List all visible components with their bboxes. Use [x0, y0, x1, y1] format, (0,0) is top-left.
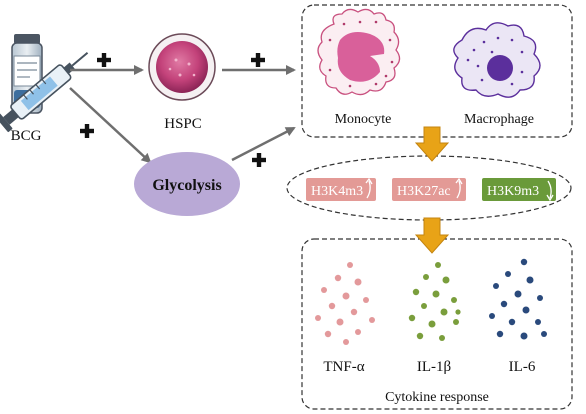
histone-marks: H3K4m3 H3K27ac H3K9m3: [306, 177, 556, 202]
histone-mark-label: H3K4m3: [311, 184, 363, 199]
tnf-alpha-dots: [315, 262, 375, 345]
down-arrow-icon: [547, 180, 552, 199]
il-6-dots: [489, 258, 547, 340]
histone-mark-h3k9m3: H3K9m3: [482, 178, 556, 202]
glycolysis-label: Glycolysis: [152, 177, 221, 194]
glycolysis-node: [134, 152, 240, 216]
arrow-glycolysis-to-cells: [231, 126, 296, 162]
il-1beta-dots: [408, 262, 461, 341]
bcg-label: BCG: [11, 128, 42, 144]
cytokine-response-label: Cytokine response: [385, 390, 489, 405]
histone-mark-h3k27ac: H3K27ac: [392, 177, 466, 201]
arrow-bcg-to-glycolysis: [69, 87, 152, 164]
up-arrow-icon: [456, 180, 461, 199]
plus-icon: [251, 53, 265, 67]
macrophage-label: Macrophage: [464, 112, 534, 127]
vaccine-syringe-icon: [0, 34, 89, 133]
cytokine-label-tnf-alpha: TNF-α: [323, 359, 364, 375]
plus-icon: [252, 153, 266, 167]
hspc-label: HSPC: [164, 116, 202, 132]
histone-mark-label: H3K27ac: [397, 184, 451, 199]
histone-mark-label: H3K9m3: [487, 184, 539, 199]
monocyte-label: Monocyte: [335, 112, 392, 127]
up-arrow-icon: [366, 180, 371, 199]
cytokine-label-il-6: IL-6: [509, 359, 536, 375]
monocyte-cell: [317, 8, 401, 96]
cytokine-label-il-1beta: IL-1β: [417, 359, 451, 375]
plus-icon: [80, 124, 94, 138]
hspc-cell: [148, 33, 216, 101]
histone-mark-h3k4m3: H3K4m3: [306, 177, 376, 201]
plus-icon: [97, 53, 111, 67]
down-arrow-icon: [414, 217, 450, 254]
down-arrow-icon: [414, 126, 450, 162]
macrophage-cell: [453, 22, 541, 98]
